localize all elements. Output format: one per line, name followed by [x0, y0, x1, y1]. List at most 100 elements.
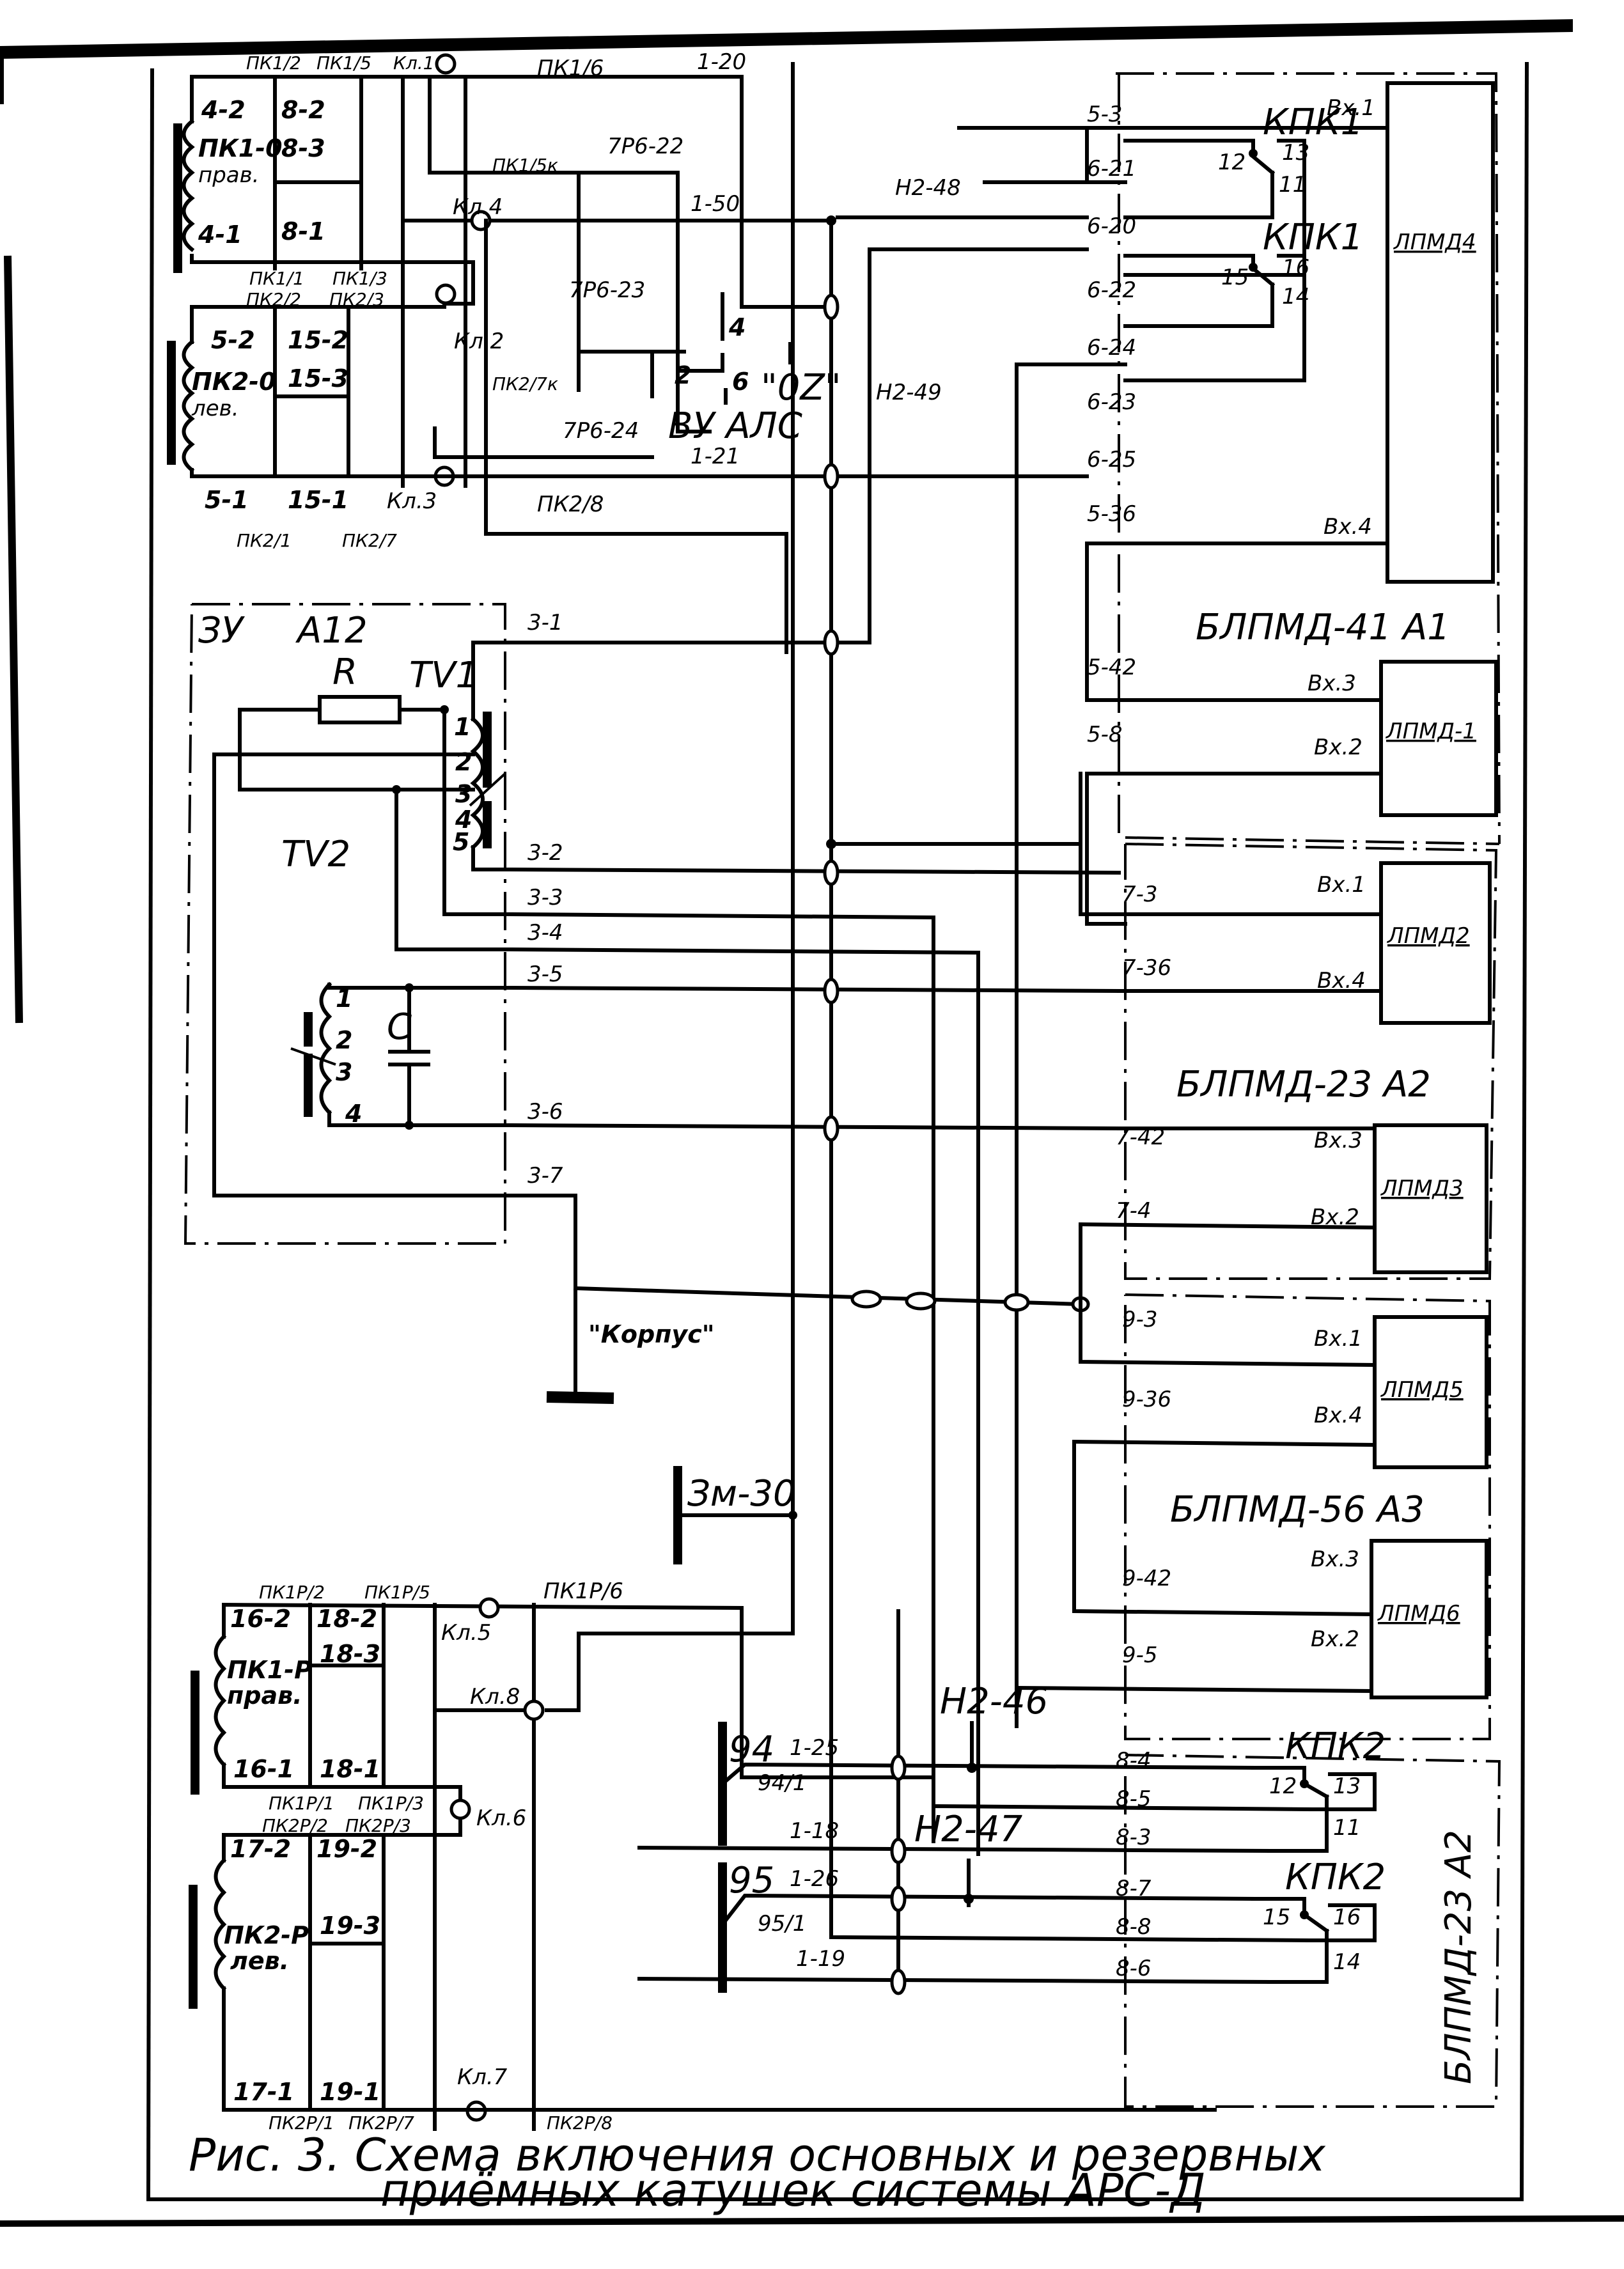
blpmd56-title: БЛПМД-56 А3 — [1170, 1489, 1425, 1531]
connector-label: 9-42 — [1122, 1566, 1171, 1591]
zu-output: 3-1 — [527, 610, 563, 635]
pk1-mid1: 8-2 — [281, 96, 325, 124]
pk1p-term: 16-1 — [233, 1755, 294, 1783]
connector-label: 7-3 — [1122, 882, 1158, 907]
blpmd56-block: ЛПМД5 Вх.1 Вх.4 БЛПМД-56 А3 ЛПМД6 Вх.3 В… — [1014, 1293, 1491, 1740]
main-coil-group: 4-2 ПК1-0 прав. 4-1 8-2 8-3 8-1 — [167, 49, 1089, 654]
wire-label: ПК1/2 — [246, 52, 301, 74]
pk1-coil-icon — [182, 118, 195, 253]
vu-als-title: ВУ АЛС — [668, 405, 802, 447]
pk1p-mid: 18-2 — [316, 1605, 377, 1633]
pk1-name: ПК1-0 — [198, 134, 283, 162]
tv2-pin: 3 — [336, 1058, 352, 1086]
vu-mark: "0Z" — [761, 367, 841, 409]
contact-label: 14 — [1282, 284, 1309, 309]
connector-label: 8-4 — [1116, 1748, 1152, 1774]
tv2-adjust-icon — [290, 1047, 336, 1066]
input-label: Вх.3 — [1314, 1128, 1362, 1153]
terminal-label: 94/1 — [758, 1770, 806, 1796]
clamp-kl6-icon — [449, 1798, 471, 1820]
contact-label: 13 — [1282, 140, 1309, 166]
pk1p-side: прав. — [227, 1681, 302, 1710]
wire-label: ПК1/1 — [249, 268, 304, 289]
reserve-coil-group: 16-2 ПК1-Р прав. 16-1 18-2 18-3 18-1 17-… — [189, 1513, 1217, 2133]
contact-label: 15 — [1221, 265, 1249, 290]
zu-output-wires — [509, 62, 1127, 1856]
contact-label: 16 — [1333, 1905, 1361, 1930]
wire-label: ПК1Р/2 — [259, 1582, 325, 1603]
zu-output: 3-4 — [527, 920, 563, 946]
contact-label: 16 — [1282, 255, 1309, 281]
tv2-pin: 2 — [336, 1026, 352, 1054]
wire-label: Кл.1 — [393, 52, 435, 74]
connector-label: 5-8 — [1087, 722, 1123, 747]
kpk1-top-name: КПК1 — [1263, 102, 1363, 143]
blpmd23-bottom-title: БЛПМД-23 А2 — [1438, 1830, 1480, 2084]
pk1-side: прав. — [198, 162, 260, 188]
contact-label: 15 — [1263, 1905, 1290, 1930]
lpmd1-name: ЛПМД-1 — [1385, 719, 1476, 744]
connector-label: 7Р6-24 — [563, 418, 639, 444]
lpmd4-box — [1386, 81, 1495, 584]
tv1-adjust-icon — [469, 772, 506, 807]
input-label: Вх.1 — [1317, 872, 1366, 898]
tv2-name: TV2 — [281, 834, 350, 875]
wire-label: ПК1Р/1 — [269, 1793, 334, 1814]
tv1-pin: 4 — [455, 806, 472, 834]
kpk1-bot-name: КПК1 — [1263, 217, 1363, 258]
h-label: Н2-47 — [914, 1809, 1023, 1850]
connector-label: 7-4 — [1116, 1198, 1152, 1224]
lpmd3-box — [1373, 1123, 1488, 1274]
wire-label: ПК2Р/7 — [348, 2112, 414, 2133]
pk1-mid2: 8-3 — [281, 134, 325, 162]
wire-label: ПК1Р/5 — [364, 1582, 430, 1603]
input-label: Вх.2 — [1314, 735, 1362, 760]
clamp-label: Кл.7 — [457, 2064, 508, 2090]
pk2p-term: 17-1 — [233, 2078, 294, 2106]
tv1-coil-icon — [470, 716, 485, 850]
ground-label: "Корпус" — [588, 1320, 715, 1348]
wire-label: ПК2Р/8 — [547, 2112, 613, 2133]
wire-label: ПК1/5к — [492, 155, 558, 176]
lpmd5-name: ЛПМД5 — [1380, 1377, 1464, 1403]
connector-label: 8-7 — [1116, 1876, 1152, 1901]
connector-label: 5-42 — [1087, 655, 1136, 680]
ground-group: "Корпус" — [546, 1286, 1090, 1404]
resistor-icon — [318, 695, 402, 724]
ext-connector: 1-19 — [796, 1946, 845, 1972]
wire-label: ПК2/2 — [246, 289, 301, 310]
lpmd6-box — [1370, 1539, 1488, 1699]
pk2p-mid: 19-1 — [320, 2078, 380, 2106]
input-label: Вх.1 — [1327, 95, 1375, 121]
pk1p-term: 16-2 — [230, 1605, 291, 1633]
pk1-mid3: 8-1 — [281, 217, 325, 246]
clamp-label: Кл.4 — [453, 194, 503, 220]
tv2-pin: 4 — [345, 1100, 362, 1128]
wire-label: ПК1Р/3 — [358, 1793, 424, 1814]
wire-label: ПК2/1 — [237, 530, 292, 551]
connector-label: 7-36 — [1122, 955, 1171, 981]
connector-label: 5-36 — [1087, 501, 1136, 527]
tv2-coil-icon — [319, 981, 332, 1116]
clamp-kl5-icon — [478, 1597, 500, 1619]
contact-label: 12 — [1218, 150, 1245, 175]
lpmd2-box — [1379, 861, 1492, 1025]
zu-block: ЗУ А12 R TV2 TV1 C 1 2 3 4 5 — [183, 603, 563, 1245]
lpmd1-box — [1379, 660, 1498, 817]
clamp-kl8-icon — [523, 1699, 545, 1721]
wire-label: ПК1/5 — [316, 52, 371, 74]
vu-pin: 4 — [728, 313, 746, 341]
caption-line-2: приёмных катушек системы АРС-Д — [380, 2164, 1206, 2217]
clamp-kl2-icon — [435, 283, 457, 305]
pk2-mid1: 15-2 — [288, 326, 348, 354]
zu-name: ЗУ — [198, 610, 246, 651]
connector-label: 1-20 — [697, 49, 746, 75]
zu-output: 3-5 — [527, 962, 563, 987]
zu-ref: А12 — [295, 610, 368, 651]
terminal-label: 95 — [729, 1860, 774, 1901]
wire-label: ПК2Р/1 — [269, 2112, 334, 2133]
pk2p-side: лев. — [230, 1947, 289, 1975]
clamp-label: Кл.3 — [387, 488, 437, 514]
pk1p-mid: 18-1 — [320, 1755, 380, 1783]
